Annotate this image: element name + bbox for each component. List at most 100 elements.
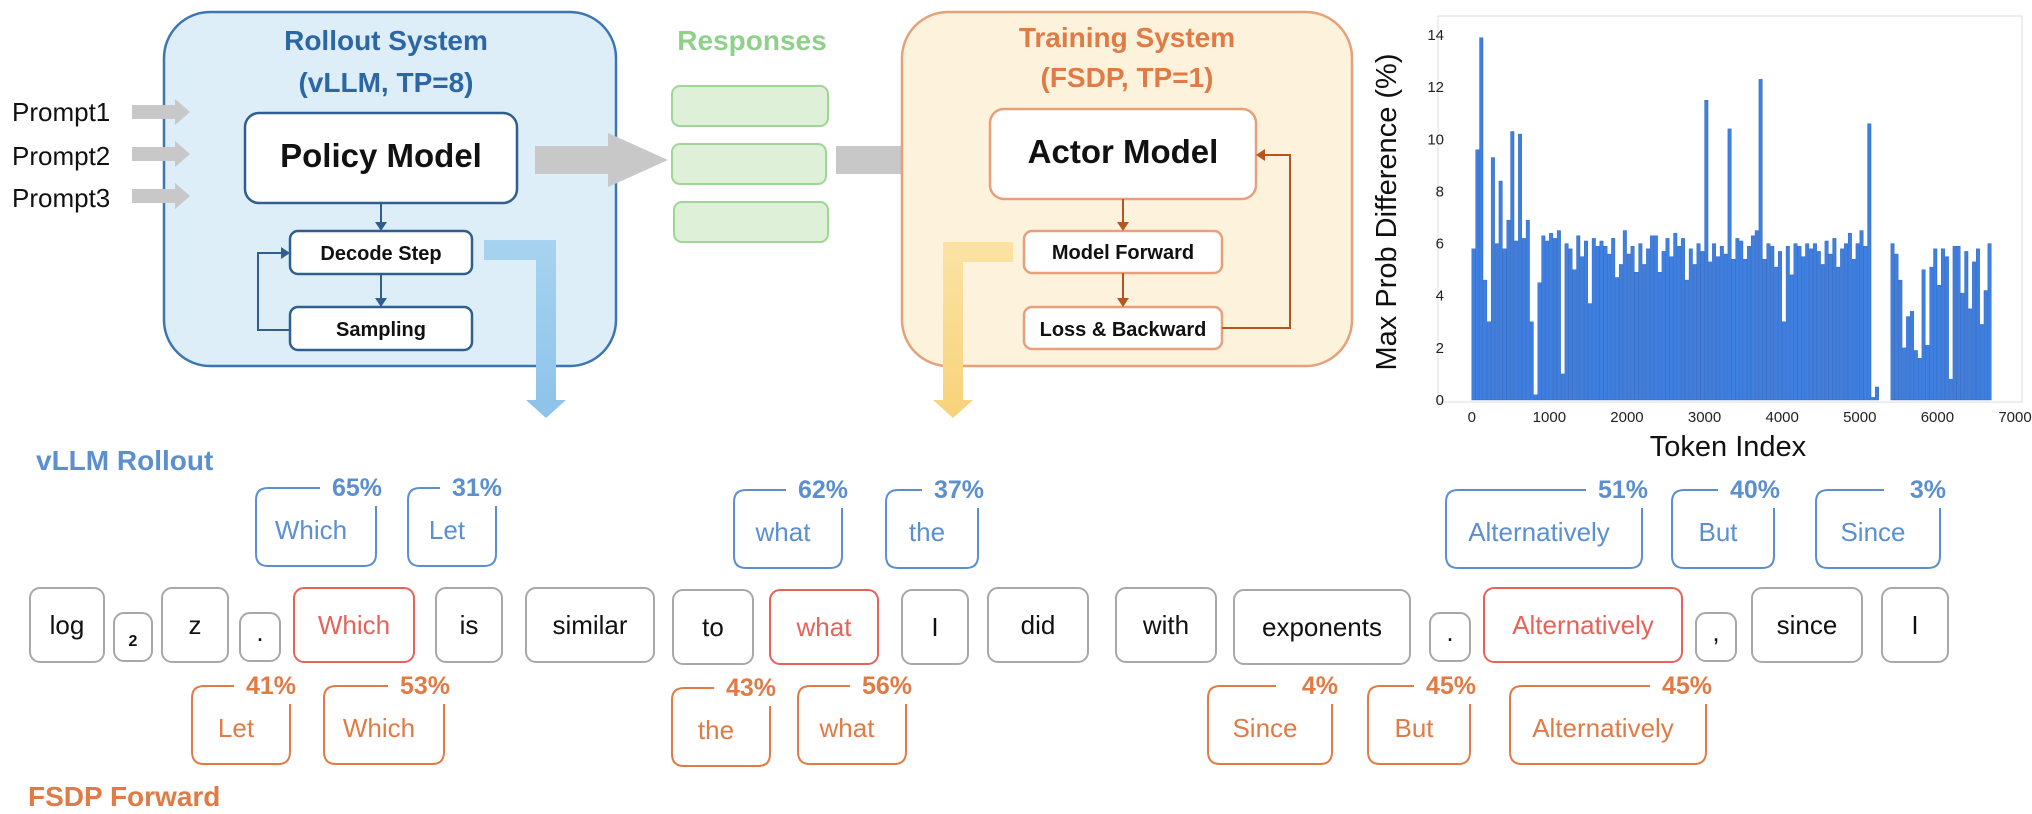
chart-bar — [1987, 243, 1992, 401]
token-text: . — [256, 617, 263, 647]
candidate-box — [1815, 489, 1941, 569]
chart-bar — [1568, 248, 1573, 401]
candidate-box — [797, 685, 907, 765]
candidate-prob: 43% — [726, 674, 776, 702]
response-box-1 — [671, 85, 829, 127]
chart-bar — [1875, 386, 1879, 401]
chart-x-tick-label: 5000 — [1843, 409, 1876, 426]
candidate-token: Which — [275, 515, 347, 545]
chart-bar — [1506, 219, 1511, 401]
chart-bar — [1502, 248, 1507, 401]
chart-bar — [1622, 230, 1627, 401]
chart-bar — [1487, 321, 1491, 401]
rollout-title-line1: Rollout System — [284, 25, 488, 56]
chart-bar — [1921, 269, 1926, 401]
token-text: , — [1712, 617, 1719, 647]
training-title-line2: (FSDP, TP=1) — [1041, 62, 1214, 93]
token-text: . — [1446, 617, 1453, 647]
chart-bar — [1607, 253, 1612, 401]
chart-bar — [1770, 245, 1775, 401]
chart-bar — [1902, 347, 1907, 401]
chart-bar — [1832, 238, 1837, 401]
token-text: z — [189, 610, 202, 640]
chart-bar — [1681, 238, 1685, 401]
chart-bar — [1906, 316, 1911, 401]
chart-ylabel: Max Prob Difference (%) — [1371, 54, 1403, 371]
chart-bar — [1840, 248, 1845, 401]
responses-label: Responses — [677, 25, 826, 56]
candidate-token: Since — [1840, 517, 1905, 547]
token-text: Which — [318, 610, 390, 640]
chart-y-tick-label: 12 — [1427, 79, 1444, 96]
chart-bar — [1595, 245, 1600, 401]
chart-x-tick-label: 0 — [1468, 409, 1476, 426]
chart-bar — [1619, 264, 1623, 401]
chart-bar — [1820, 264, 1825, 401]
chart-bar — [1789, 274, 1794, 401]
rollout-flow-arrows — [257, 203, 387, 331]
chart-bar — [1700, 251, 1705, 401]
chart-bar — [1716, 256, 1720, 401]
chart-bar — [1913, 350, 1918, 401]
candidate-token: the — [909, 517, 945, 547]
chart-bar — [1828, 253, 1833, 401]
chart-bar — [1650, 235, 1654, 401]
candidate-box — [407, 487, 497, 567]
candidate-box — [1671, 489, 1775, 569]
chart-bar — [1572, 269, 1577, 401]
chart-bar — [1479, 37, 1484, 401]
token-text: to — [702, 612, 724, 642]
chart-bar — [1937, 285, 1942, 401]
chart-bar — [1979, 324, 1984, 401]
chart-bar — [1556, 230, 1561, 401]
candidate-prob: 31% — [452, 474, 502, 502]
chart-bar — [1522, 238, 1526, 401]
chart-x-tick-label: 6000 — [1921, 409, 1954, 426]
chart-bar — [1708, 261, 1713, 401]
candidate-prob: 45% — [1426, 672, 1476, 700]
chart-bar — [1758, 79, 1763, 401]
chart-bar — [1630, 245, 1635, 401]
candidate-box — [255, 487, 377, 567]
candidate-prob: 40% — [1730, 476, 1780, 504]
chart-bar — [1549, 232, 1554, 401]
chart-bar — [1847, 232, 1852, 401]
chart-bar — [1801, 256, 1806, 401]
chart-bar — [1774, 266, 1779, 401]
token-box — [1483, 587, 1683, 663]
prompt-arrows — [132, 99, 190, 209]
token-text: since — [1777, 610, 1838, 640]
candidate-token: what — [755, 517, 812, 547]
chart-bar — [1797, 245, 1802, 401]
chart-bar — [1545, 240, 1550, 401]
chart-x-tick-label: 7000 — [1998, 409, 2031, 426]
fsdp-candidates: Let41%Which53%the43%what56%Since4%But45%… — [191, 672, 1712, 767]
chart-bar — [1510, 131, 1515, 401]
chart-bar — [1696, 243, 1701, 401]
response-box-3 — [673, 201, 829, 243]
candidate-prob: 62% — [798, 476, 848, 504]
token-text: similar — [552, 610, 627, 640]
chart-bar — [1603, 245, 1608, 401]
token-text: Alternatively — [1512, 610, 1654, 640]
chart-bar — [1925, 345, 1930, 401]
candidate-prob: 53% — [400, 672, 450, 700]
chart-bar — [1747, 245, 1751, 401]
candidate-prob: 56% — [862, 672, 912, 700]
chart-bar — [1855, 243, 1860, 401]
candidate-token: Let — [218, 713, 255, 743]
chart-bar — [1599, 240, 1604, 401]
chart-y-tick-label: 14 — [1427, 27, 1444, 44]
chart-bar — [1490, 157, 1495, 401]
chart-bar — [1560, 373, 1565, 401]
chart-bar — [1684, 279, 1689, 401]
token-text: 2 — [129, 633, 138, 650]
chart-bar — [1564, 243, 1569, 401]
chart-bar — [1591, 238, 1596, 401]
candidate-box — [1509, 685, 1707, 765]
token-box — [29, 587, 105, 663]
chart-bar — [1529, 321, 1534, 401]
fsdp-forward-label: FSDP Forward — [28, 781, 220, 812]
candidate-prob: 45% — [1662, 672, 1712, 700]
chart-bar — [1894, 253, 1899, 401]
